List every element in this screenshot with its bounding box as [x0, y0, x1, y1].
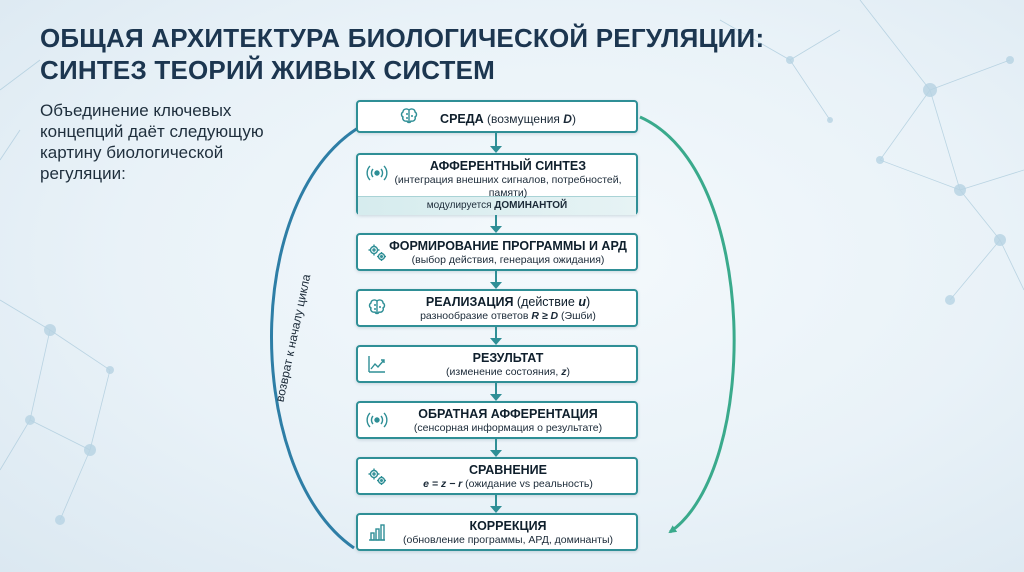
step-main: СРАВНЕНИЕ: [468, 463, 548, 477]
connector-arrowhead: [490, 450, 502, 457]
loop-right-arrow: [639, 115, 736, 534]
step-implementation: РЕАЛИЗАЦИЯ (действие u) разнообразие отв…: [356, 289, 638, 327]
step-comparison: СРАВНЕНИЕ e = z − r (ожидание vs реально…: [356, 457, 638, 495]
connector: [495, 133, 497, 146]
connector-arrowhead: [490, 338, 502, 345]
connector: [495, 439, 497, 450]
step-program-formation: ФОРМИРОВАНИЕ ПРОГРАММЫ И АРД (выбор дейс…: [356, 233, 638, 271]
title-line-1: ОБЩАЯ АРХИТЕКТУРА БИОЛОГИЧЕСКОЙ РЕГУЛЯЦИ…: [40, 23, 765, 53]
step-sub: e = z − r (ожидание vs реальность): [423, 478, 593, 490]
connector: [495, 327, 497, 338]
signal-icon: [366, 162, 388, 184]
connector-arrowhead: [490, 394, 502, 401]
step-sub: (сенсорная информация о результате): [413, 422, 603, 434]
connector: [495, 215, 497, 226]
bar-chart-icon: [366, 521, 388, 543]
step-main: РЕЗУЛЬТАТ: [472, 351, 544, 365]
step-main: КОРРЕКЦИЯ: [469, 519, 547, 533]
step-sub: (интеграция внешних сигналов, потребност…: [394, 174, 622, 199]
step-feedback-afferentation: ОБРАТНАЯ АФФЕРЕНТАЦИЯ (сенсорная информа…: [356, 401, 638, 439]
step-sub: разнообразие ответов R ≥ D (Эшби): [420, 310, 596, 322]
signal-icon: [366, 409, 388, 431]
step-result: РЕЗУЛЬТАТ (изменение состояния, z): [356, 345, 638, 383]
step-correction: КОРРЕКЦИЯ (обновление программы, АРД, до…: [356, 513, 638, 551]
modulation-band: модулируется ДОМИНАНТОЙ: [358, 196, 636, 215]
step-afferent-synthesis: АФФЕРЕНТНЫЙ СИНТЕЗ (интеграция внешних с…: [356, 153, 638, 215]
gears-icon: [366, 241, 388, 263]
step-main: СРЕДА: [440, 112, 484, 126]
connector: [495, 271, 497, 282]
connector-arrowhead: [490, 506, 502, 513]
step-sub: (изменение состояния, z): [446, 366, 570, 378]
connector-arrowhead: [490, 146, 502, 153]
connector: [495, 495, 497, 506]
step-main: РЕАЛИЗАЦИЯ (действие u): [425, 295, 591, 309]
brain-icon: [398, 106, 420, 128]
connector: [495, 383, 497, 394]
page-title: ОБЩАЯ АРХИТЕКТУРА БИОЛОГИЧЕСКОЙ РЕГУЛЯЦИ…: [40, 22, 940, 86]
intro-text: Объединение ключевых концепций даёт след…: [40, 101, 264, 183]
gears-icon: [366, 465, 388, 487]
title-line-2: СИНТЕЗ ТЕОРИЙ ЖИВЫХ СИСТЕМ: [40, 55, 496, 85]
step-environment: СРЕДА (возмущения D): [356, 100, 638, 133]
step-sub: (выбор действия, генерация ожидания): [411, 254, 605, 266]
step-main: ОБРАТНАЯ АФФЕРЕНТАЦИЯ: [418, 407, 598, 421]
step-sub: (обновление программы, АРД, доминанты): [403, 534, 613, 546]
step-main: ФОРМИРОВАНИЕ ПРОГРАММЫ И АРД: [389, 239, 627, 253]
brain-icon: [366, 297, 388, 319]
loop-left-arrow: [270, 115, 382, 550]
chart-up-icon: [366, 353, 388, 375]
connector-arrowhead: [490, 282, 502, 289]
step-main: АФФЕРЕНТНЫЙ СИНТЕЗ: [429, 159, 587, 173]
connector-arrowhead: [490, 226, 502, 233]
